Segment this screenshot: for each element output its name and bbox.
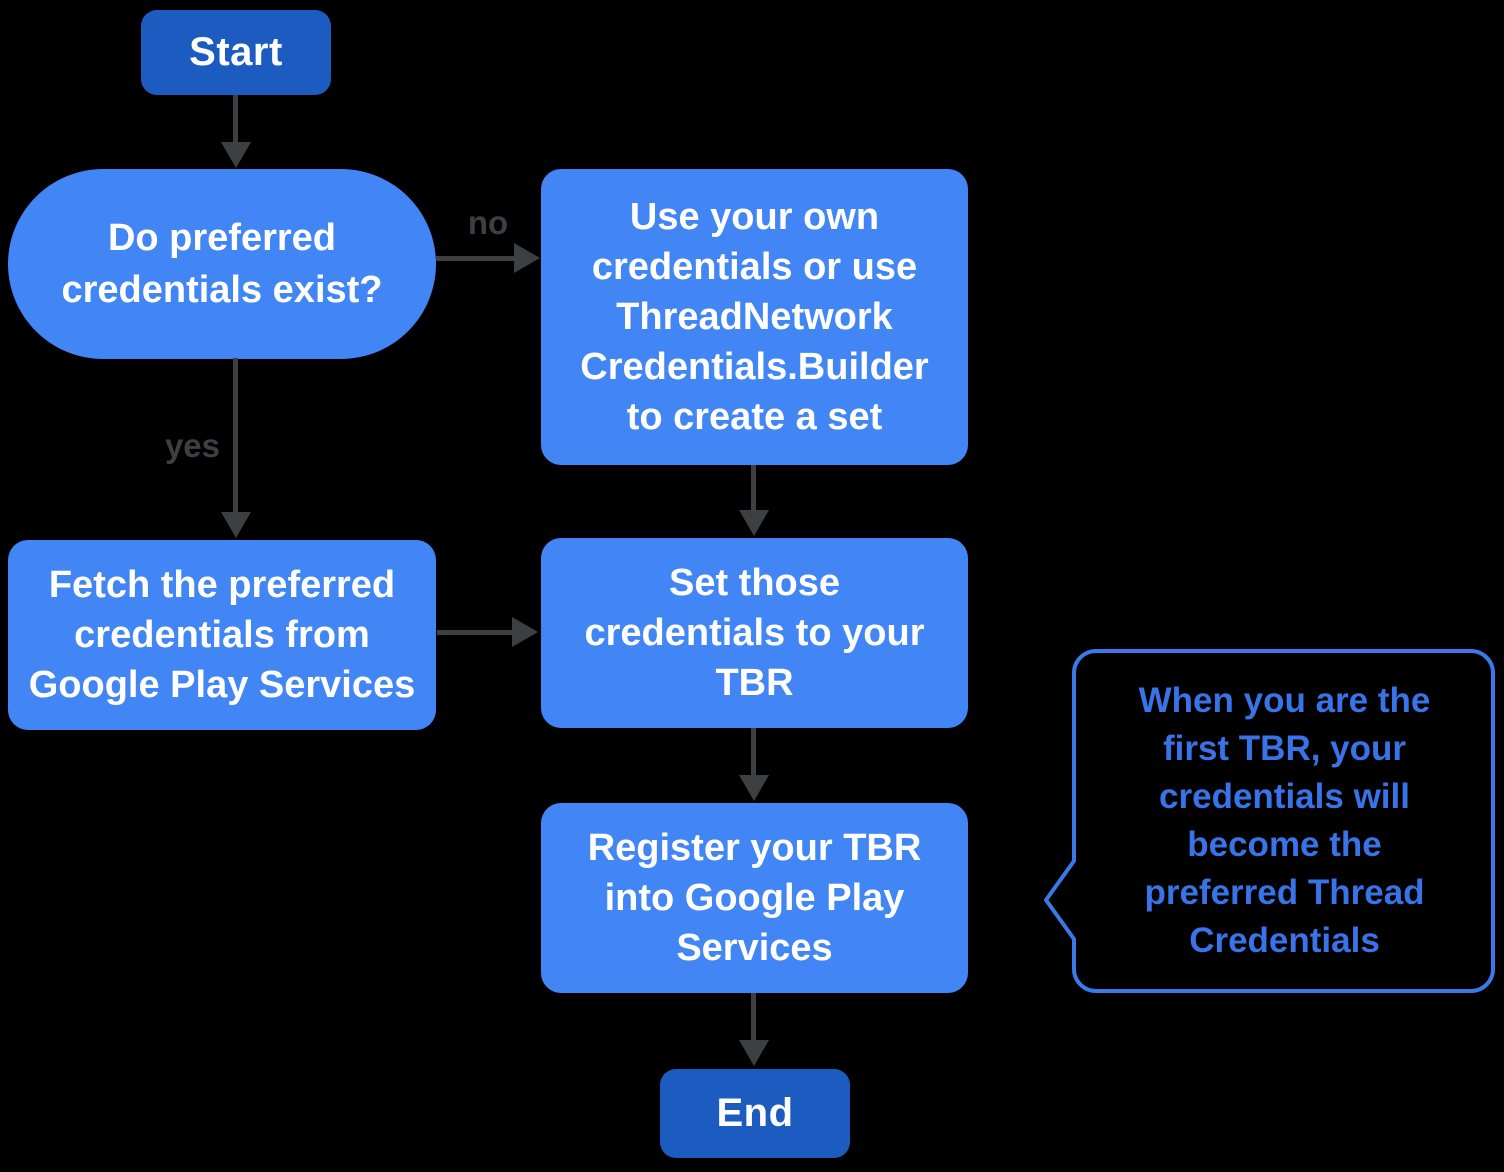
- arrow-fetch-to-set-head-icon: [512, 617, 538, 647]
- node-decision-label: Do preferred credentials exist?: [61, 217, 383, 311]
- arrow-useown-to-set-head-icon: [739, 510, 769, 536]
- edge-label-yes: yes: [164, 427, 220, 464]
- arrow-register-to-end-head-icon: [739, 1040, 769, 1066]
- node-start-label: Start: [189, 30, 283, 74]
- arrow-start-to-decision-head-icon: [221, 142, 251, 168]
- node-set-credentials-tbr: Set those credentials to your TBR: [541, 538, 968, 728]
- node-fetch-preferred-credentials: Fetch the preferred credentials from Goo…: [8, 540, 436, 730]
- edge-label-no: no: [467, 204, 509, 241]
- arrow-register-to-end-line: [751, 993, 756, 1040]
- node-end: End: [660, 1069, 850, 1158]
- node-register-tbr: Register your TBR into Google Play Servi…: [541, 803, 968, 993]
- arrow-set-to-register-head-icon: [739, 775, 769, 801]
- arrow-set-to-register-line: [751, 728, 756, 775]
- arrow-decision-to-useown-head-icon: [514, 243, 540, 273]
- node-register-label: Register your TBR into Google Play Servi…: [587, 827, 922, 969]
- node-use-own-credentials: Use your own credentials or use ThreadNe…: [541, 169, 968, 465]
- arrow-useown-to-set-line: [751, 465, 756, 510]
- callout-note-text: When you are the first TBR, your credent…: [1138, 681, 1431, 960]
- callout-bubble-border: [1044, 649, 1495, 993]
- arrow-decision-to-useown-line: [436, 256, 514, 261]
- arrow-start-to-decision-line: [233, 95, 238, 142]
- node-end-label: End: [716, 1091, 794, 1135]
- node-decision-preferred-credentials: Do preferred credentials exist?: [8, 169, 436, 359]
- arrow-fetch-to-set-line: [437, 630, 512, 635]
- arrow-decision-to-fetch-head-icon: [221, 512, 251, 538]
- arrow-decision-to-fetch-line: [233, 358, 238, 512]
- node-set-credentials-label: Set those credentials to your TBR: [584, 562, 925, 704]
- node-use-own-credentials-label: Use your own credentials or use ThreadNe…: [580, 196, 929, 438]
- node-fetch-label: Fetch the preferred credentials from Goo…: [28, 564, 416, 706]
- node-start: Start: [141, 10, 331, 95]
